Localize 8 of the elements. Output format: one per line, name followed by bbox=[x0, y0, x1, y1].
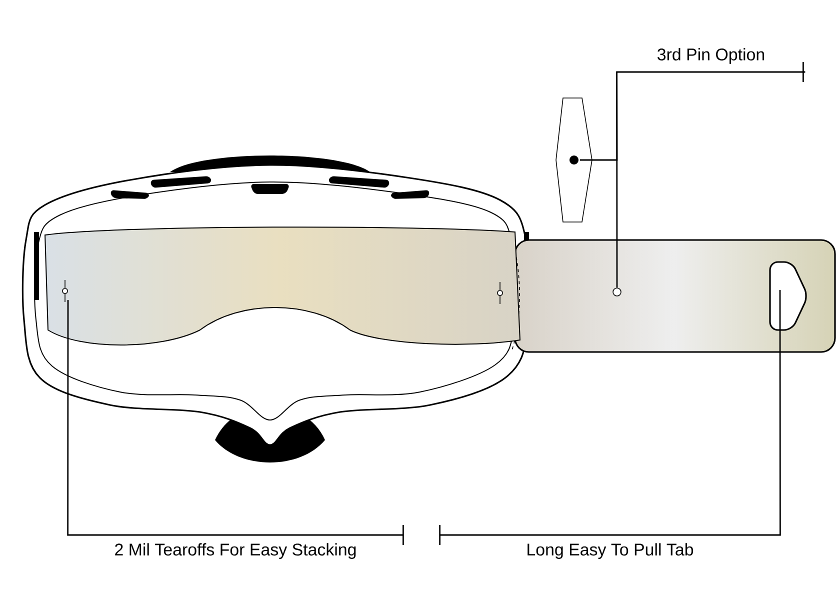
callout-label: Long Easy To Pull Tab bbox=[528, 543, 694, 559]
leader-line bbox=[439, 289, 781, 546]
leader-line bbox=[580, 72, 618, 161]
pin-clip-drawing bbox=[556, 98, 592, 222]
callout-label: 2 Mil Tearoffs For Easy Stacking bbox=[115, 543, 356, 559]
leader-line bbox=[67, 299, 404, 546]
leader-line bbox=[616, 61, 806, 288]
callout-label: 3rd Pin Option bbox=[658, 48, 764, 64]
